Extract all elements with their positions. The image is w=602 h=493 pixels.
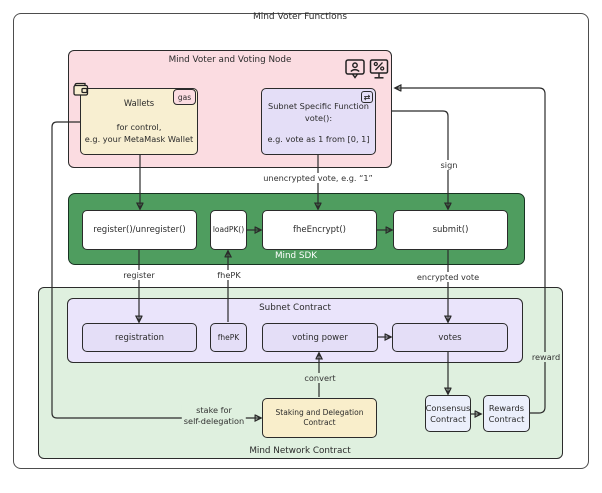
gas-badge: gas bbox=[173, 89, 196, 105]
percent-monitor-icon bbox=[369, 59, 389, 79]
edge-label-unencrypted-vote: unencrypted vote, e.g. “1” bbox=[261, 173, 375, 183]
edge-label-register: register bbox=[121, 270, 157, 280]
swap-icon: ⇄ bbox=[361, 91, 373, 103]
voting-node-title: Mind Voter and Voting Node bbox=[168, 55, 292, 65]
edge-label-sign: sign bbox=[438, 160, 460, 170]
edge-sign-submit bbox=[392, 110, 448, 209]
sdk-box-register: register()/unregister() bbox=[82, 210, 197, 250]
diagram-title: Mind Voter Functions bbox=[252, 12, 348, 22]
edge-label-convert: convert bbox=[302, 373, 338, 383]
subnet-contract-title: Subnet Contract bbox=[259, 303, 331, 313]
subnet-box-votes: votes bbox=[392, 323, 508, 352]
edge-wallets-staking bbox=[51, 121, 261, 418]
subnet-function-box: Subnet Specific Function vote(): e.g. vo… bbox=[261, 88, 376, 155]
rewards-contract-box: Rewards Contract bbox=[483, 395, 530, 432]
wallets-line2: e.g. your MetaMask Wallet bbox=[84, 134, 194, 144]
subnet-function-line1: Subnet Specific Function bbox=[268, 101, 369, 111]
edge-label-reward: reward bbox=[529, 352, 563, 362]
edge-label-fhepk: fhePK bbox=[215, 270, 243, 280]
subnet-box-votingpower: voting power bbox=[262, 323, 378, 352]
sdk-box-fheencrypt: fheEncrypt() bbox=[262, 210, 377, 250]
consensus-contract-box: Consensus Contract bbox=[425, 395, 471, 432]
wallets-line1: for control, bbox=[116, 122, 162, 132]
subnet-function-line3: e.g. vote as 1 from [0, 1] bbox=[267, 134, 370, 144]
edge-label-encrypted-vote: encrypted vote bbox=[414, 272, 482, 282]
mind-sdk-label: Mind SDK bbox=[274, 251, 318, 261]
edge-rewards-votingnode bbox=[395, 88, 546, 414]
user-chat-icon bbox=[345, 59, 365, 79]
wallet-icon bbox=[73, 82, 89, 96]
subnet-function-line2: vote(): bbox=[304, 113, 333, 123]
mind-network-contract-label: Mind Network Contract bbox=[249, 446, 351, 456]
subnet-box-fhepk: fhePK bbox=[210, 323, 247, 352]
sdk-box-loadpk: loadPK() bbox=[210, 210, 247, 250]
wallets-title: Wallets bbox=[123, 98, 155, 108]
sdk-box-submit: submit() bbox=[393, 210, 508, 250]
subnet-box-registration: registration bbox=[82, 323, 197, 352]
staking-delegation-box: Staking and Delegation Contract bbox=[262, 398, 377, 438]
edge-label-stake: stake for self-delegation bbox=[181, 405, 247, 427]
